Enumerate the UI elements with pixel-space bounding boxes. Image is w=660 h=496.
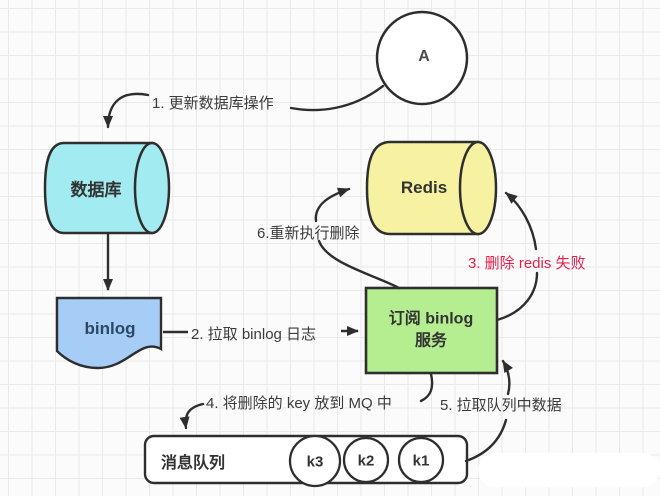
step1-arrow-left-segment (103, 92, 150, 129)
step4-put-mq-label: 4. 将删除的 key 放到 MQ 中 (206, 395, 392, 412)
binlog-node-document (55, 296, 163, 370)
queue-item-k3-circle (288, 434, 342, 488)
step5-arrow-lower-segment (464, 418, 508, 463)
client-node-label: A (418, 48, 430, 65)
redis-node-cylinder (365, 140, 480, 236)
binlog-service-node-label: 订阅 binlog 服务 (389, 308, 473, 351)
database-node-cylinder (43, 141, 154, 235)
step1-arrow-right-segment (289, 84, 385, 112)
step3-delete-fail-label: 3. 删除 redis 失败 (468, 255, 586, 272)
queue-item-k3-label: k3 (306, 453, 324, 471)
queue-item-k1-label: k1 (412, 452, 430, 470)
step2-pull-binlog-label: 2. 拉取 binlog 日志 (191, 326, 317, 343)
step6-retry-delete-label: 6.重新执行删除 (257, 225, 360, 242)
redis-node-label: Redis (400, 178, 448, 197)
step4-arrow-into-queue (179, 402, 205, 430)
binlog-service-label-line2: 服务 (414, 332, 447, 349)
redis-node-cylinder-cap (458, 140, 498, 236)
step5-pull-queue-label: 5. 拉取队列中数据 (440, 397, 562, 414)
binlog-service-label-line1: 订阅 binlog (388, 310, 474, 328)
queue-item-k1-circle (397, 436, 445, 484)
white-blob (478, 453, 660, 487)
database-node-label: 数据库 (70, 180, 122, 200)
database-node-cylinder-cap (133, 141, 171, 235)
step1-update-db-label: 1. 更新数据库操作 (152, 95, 274, 112)
queue-item-k2-circle (342, 436, 390, 484)
step3-arrow-upper-segment (504, 191, 538, 251)
binlog-node-label: binlog (84, 319, 136, 338)
step4-connector-from-service (419, 372, 434, 403)
step5-arrow-upper-segment (501, 359, 513, 396)
client-node-circle (375, 10, 469, 106)
queue-item-k2-label: k2 (357, 452, 375, 470)
message-queue-node-label: 消息队列 (161, 455, 226, 472)
step6-arrow-upper-segment (314, 187, 351, 223)
step6-arrow-lower-segment (317, 239, 401, 290)
step3-arrow-lower-segment (495, 271, 539, 322)
